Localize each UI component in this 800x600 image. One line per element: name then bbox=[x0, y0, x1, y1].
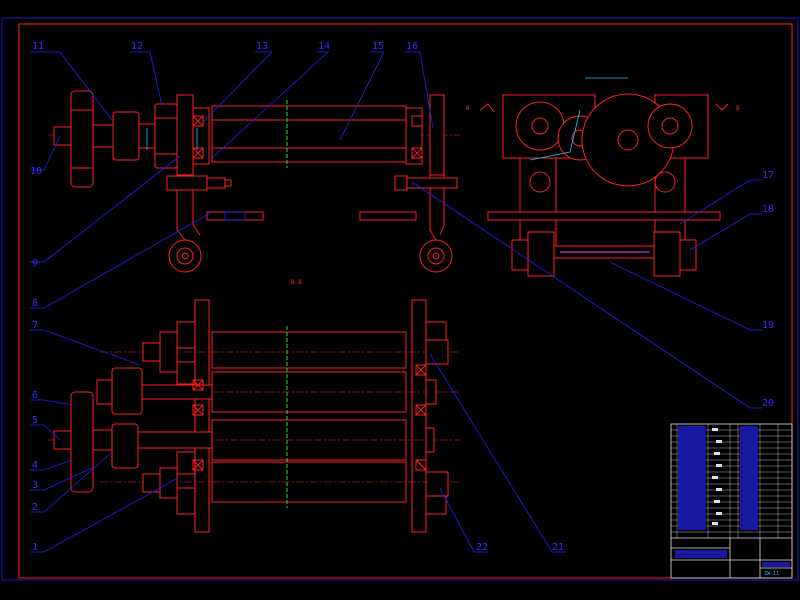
part-number: 6 bbox=[32, 390, 38, 401]
part-numbers: 11 12 13 14 15 16 10 9 8 7 6 5 4 3 2 1 1… bbox=[30, 41, 774, 553]
outer-frame bbox=[1, 17, 799, 581]
part-number: 16 bbox=[406, 41, 418, 52]
part-number: 1 bbox=[32, 542, 38, 553]
title-block: ZW-11 bbox=[670, 423, 793, 579]
part-number: 7 bbox=[32, 320, 38, 331]
part-number: 17 bbox=[762, 170, 774, 181]
top-right-view: B B bbox=[466, 77, 740, 277]
bottom-view bbox=[48, 299, 460, 533]
part-number: 2 bbox=[32, 502, 38, 513]
part-number: 3 bbox=[32, 480, 38, 491]
part-number: 19 bbox=[762, 320, 774, 331]
part-number: 20 bbox=[762, 398, 774, 409]
section-mark-left: B bbox=[466, 105, 470, 112]
part-number: 18 bbox=[762, 204, 774, 215]
part-number: 12 bbox=[131, 41, 143, 52]
view-label: B-B bbox=[291, 279, 302, 286]
part-number: 21 bbox=[552, 542, 564, 553]
part-number: 15 bbox=[372, 41, 384, 52]
part-number: 4 bbox=[32, 460, 38, 471]
part-number: 14 bbox=[318, 41, 330, 52]
drawing-number: ZW-11 bbox=[764, 571, 779, 577]
part-number: 13 bbox=[256, 41, 268, 52]
part-number: 5 bbox=[32, 415, 38, 426]
section-mark-right: B bbox=[736, 105, 740, 112]
inner-frame bbox=[18, 23, 793, 579]
part-number: 8 bbox=[32, 298, 38, 309]
part-number: 9 bbox=[32, 258, 38, 269]
part-number: 11 bbox=[32, 41, 44, 52]
part-number: 10 bbox=[30, 166, 42, 177]
leader-lines bbox=[30, 51, 762, 553]
top-left-view bbox=[48, 90, 460, 273]
part-number: 22 bbox=[476, 542, 488, 553]
